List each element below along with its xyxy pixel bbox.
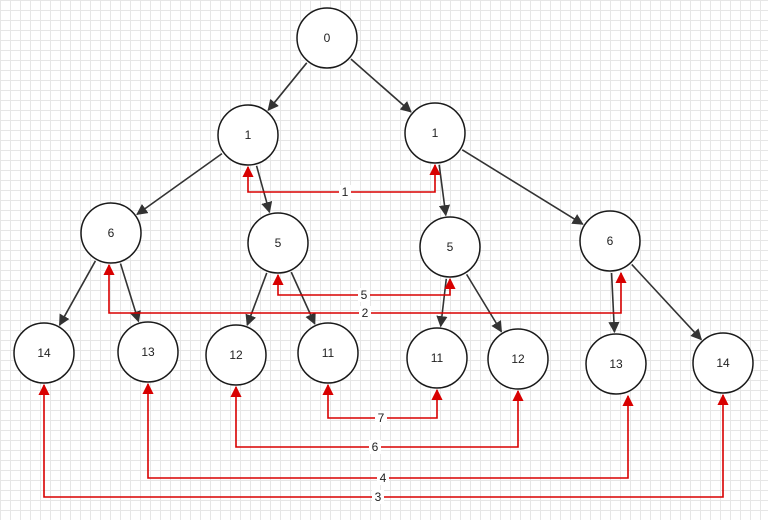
pair-link-label-bg	[377, 471, 389, 485]
node-circle	[13, 322, 75, 384]
tree-node-n13a: 13	[117, 321, 179, 383]
node-label: 11	[431, 351, 444, 365]
node-label: 13	[141, 345, 155, 359]
pair-link-1: 1	[242, 163, 441, 199]
edge-n1b-n5b	[438, 164, 451, 217]
node-circle	[117, 321, 179, 383]
node-label: 1	[432, 126, 439, 140]
pair-link-label-bg	[359, 306, 371, 320]
node-circle	[419, 216, 481, 278]
pair-link-label: 5	[361, 288, 368, 302]
node-circle	[692, 332, 754, 394]
node-circle	[247, 212, 309, 274]
node-label: 1	[245, 128, 252, 142]
tree-node-n14a: 14	[13, 322, 75, 384]
pair-link-label: 2	[362, 306, 369, 320]
edge-n5b-n12b	[465, 273, 503, 333]
node-label: 6	[607, 234, 614, 248]
edge-n6b-n14b	[631, 263, 703, 341]
tree-node-n14b: 14	[692, 332, 754, 394]
node-label: 5	[447, 240, 454, 254]
pair-link-4: 4	[142, 382, 634, 485]
node-label: 12	[511, 352, 525, 366]
pair-link-label: 3	[375, 490, 382, 504]
tree-node-n13b: 13	[585, 333, 647, 395]
node-circle	[205, 324, 267, 386]
tree-node-n5a: 5	[247, 212, 309, 274]
edge-n5a-n12a	[245, 272, 268, 327]
pair-link-5: 5	[272, 273, 456, 302]
node-label: 14	[716, 356, 730, 370]
pair-link-label: 1	[342, 185, 349, 199]
node-circle	[80, 202, 142, 264]
node-circle	[296, 7, 358, 69]
node-circle	[217, 104, 279, 166]
edge-n6a-n14a	[58, 260, 97, 327]
edge-n5b-n11b	[436, 278, 448, 328]
tree-node-n5b: 5	[419, 216, 481, 278]
node-label: 14	[37, 346, 51, 360]
edge-n1b-n6b	[461, 149, 584, 225]
edge-n5a-n11a	[290, 271, 316, 325]
pair-link-label-bg	[375, 411, 387, 425]
tree-node-n11a: 11	[297, 322, 359, 384]
pair-link-2: 2	[103, 263, 627, 320]
pair-link-label-bg	[339, 185, 351, 199]
pair-link-line	[142, 382, 634, 479]
node-label: 12	[229, 348, 243, 362]
pair-link-6: 6	[230, 385, 524, 454]
tree-node-n12a: 12	[205, 324, 267, 386]
tree-node-n12b: 12	[487, 328, 549, 390]
node-circle	[585, 333, 647, 395]
edge-n1a-n6a	[136, 152, 223, 216]
tree-node-n1a: 1	[217, 104, 279, 166]
edge-n0-n1a	[267, 62, 308, 112]
pair-link-7: 7	[322, 383, 443, 425]
tree-node-n6a: 6	[80, 202, 142, 264]
node-label: 11	[322, 346, 335, 360]
tree-node-n6b: 6	[579, 210, 641, 272]
tree-node-n0: 0	[296, 7, 358, 69]
node-circle	[487, 328, 549, 390]
pair-link-label: 6	[372, 440, 379, 454]
node-label: 13	[609, 357, 623, 371]
node-label: 6	[108, 226, 115, 240]
node-label: 0	[324, 31, 331, 45]
edge-n6b-n13b	[608, 272, 620, 334]
pair-link-label-bg	[372, 490, 384, 504]
tree-edges	[58, 58, 703, 341]
node-circle	[579, 210, 641, 272]
node-circle	[404, 102, 466, 164]
pair-link-3: 3	[38, 383, 729, 504]
pair-link-label-bg	[358, 288, 370, 302]
pair-link-label: 7	[378, 411, 385, 425]
node-circle	[406, 327, 468, 389]
edge-n0-n1b	[350, 58, 412, 113]
node-circle	[297, 322, 359, 384]
pair-link-label: 4	[380, 471, 387, 485]
pair-link-label-bg	[369, 440, 381, 454]
tree-node-n1b: 1	[404, 102, 466, 164]
tree-node-n11b: 11	[406, 327, 468, 389]
edge-n1a-n5a	[255, 165, 273, 214]
node-label: 5	[275, 236, 282, 250]
